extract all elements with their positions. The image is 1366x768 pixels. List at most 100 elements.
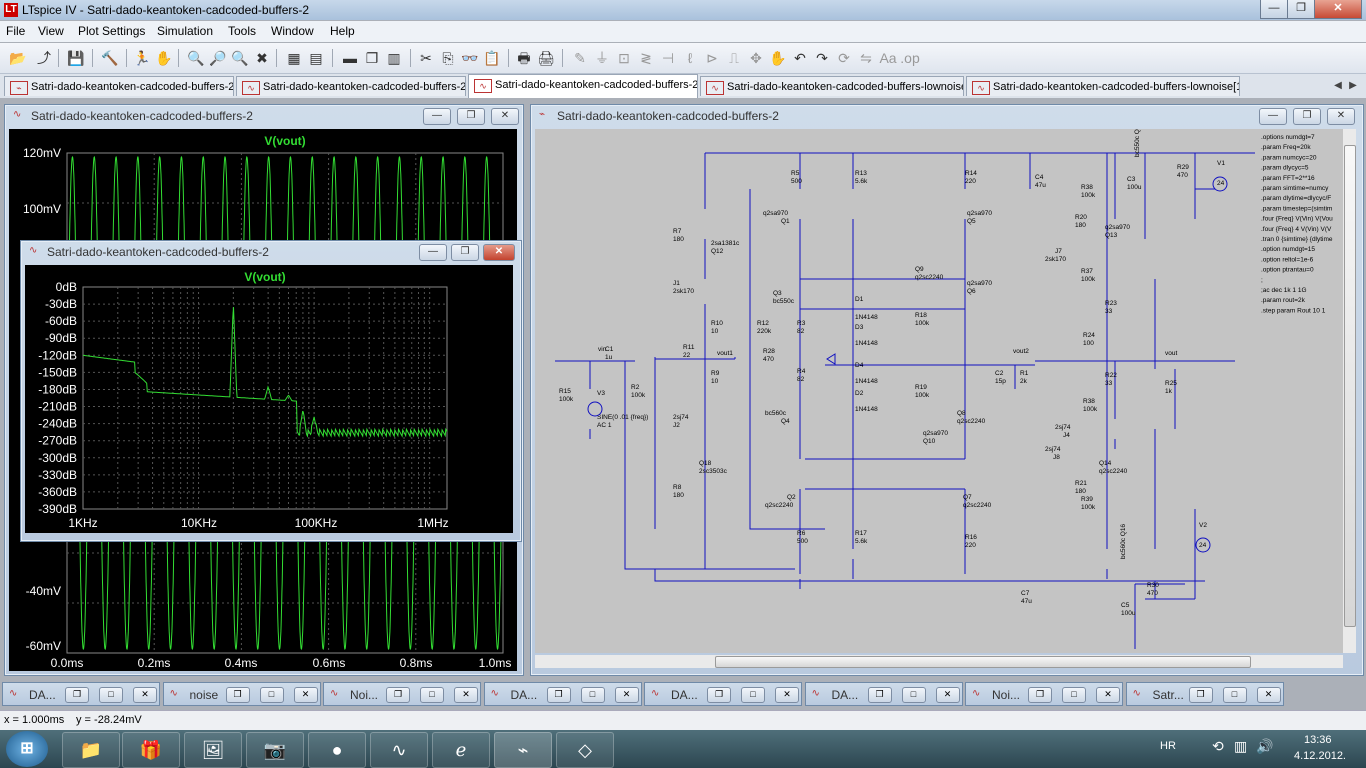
zoom-pan-icon[interactable]: 🔎: [209, 50, 227, 66]
spice-directive-line[interactable]: .step param Rout 10 1: [1261, 307, 1326, 314]
halt-icon[interactable]: ✋: [155, 50, 173, 66]
grid-icon[interactable]: ▤: [309, 50, 323, 66]
volume-icon[interactable]: 🔊: [1256, 738, 1274, 754]
tile-vertical-icon[interactable]: ▥: [387, 50, 401, 66]
spice-directive-icon[interactable]: .op: [900, 50, 920, 66]
open-icon[interactable]: 📂: [9, 50, 27, 66]
spice-directive-line[interactable]: .options numdgt=7: [1261, 134, 1315, 141]
app-gift-icon[interactable]: 🎁: [122, 732, 180, 768]
maximize-button[interactable]: □: [1062, 687, 1086, 703]
close-button[interactable]: ✕: [133, 687, 157, 703]
vscroll-thumb[interactable]: [1344, 145, 1356, 627]
maximize-button[interactable]: □: [259, 687, 284, 703]
window-minimize-button[interactable]: —: [419, 244, 447, 261]
window-close-button[interactable]: ✕: [1314, 0, 1362, 19]
restore-button[interactable]: ❐: [1188, 687, 1213, 703]
spice-directive-line[interactable]: .param Freq=20k: [1261, 144, 1311, 151]
tab-plot-1[interactable]: ∿Satri-dado-keantoken-cadcoded-buffers-2: [236, 76, 466, 96]
minimized-window[interactable]: ∿Noi...❐□✕: [323, 682, 481, 706]
clock-time[interactable]: 13:36: [1304, 734, 1332, 746]
cut-icon[interactable]: ✂: [420, 50, 432, 66]
window-minimize-button[interactable]: —: [1259, 108, 1287, 125]
restore-button[interactable]: ❐: [386, 687, 410, 703]
capacitor-icon[interactable]: ⊣: [661, 50, 675, 66]
ground-icon[interactable]: ⏚: [595, 50, 609, 66]
print-preview-icon[interactable]: 🖶: [517, 50, 531, 66]
minimized-window[interactable]: ∿Noi...❐□✕: [965, 682, 1123, 706]
maximize-button[interactable]: □: [1222, 687, 1247, 703]
run-icon[interactable]: 🏃: [133, 50, 151, 66]
explorer-icon[interactable]: 📁: [62, 732, 120, 768]
spice-directive-line[interactable]: .option reltol=1e-6: [1261, 256, 1314, 263]
fft-plot-area[interactable]: V(vout) 0dB-30dB-60dB-90dB-120dB-150dB-1…: [25, 265, 513, 533]
oscilloscope-icon[interactable]: ∿: [370, 732, 428, 768]
menu-help[interactable]: Help: [330, 24, 355, 38]
tab-scroll-left-icon[interactable]: ◀: [1334, 80, 1342, 91]
restore-button[interactable]: ❐: [1028, 687, 1052, 703]
spice-directive-line[interactable]: .param numcyc=20: [1261, 154, 1317, 161]
paste-icon[interactable]: 📋: [483, 50, 501, 66]
ltspice-taskbar-icon[interactable]: ⌁: [494, 732, 552, 768]
menu-simulation[interactable]: Simulation: [157, 24, 214, 38]
spice-directive-line[interactable]: .option ptrantau=0: [1261, 267, 1314, 274]
close-button[interactable]: ✕: [1096, 687, 1120, 703]
maximize-button[interactable]: □: [580, 687, 605, 703]
close-button[interactable]: ✕: [1256, 687, 1281, 703]
minimized-window[interactable]: ∿DA...❐□✕: [2, 682, 160, 706]
maximize-button[interactable]: □: [901, 687, 926, 703]
trace-label[interactable]: V(vout): [244, 270, 285, 284]
internet-explorer-icon[interactable]: ℯ: [432, 732, 490, 768]
spice-directive-line[interactable]: .tran 0 {simtime} {dlytime: [1261, 236, 1333, 243]
spice-directive-line[interactable]: ;ac dec 1k 1 1G: [1261, 287, 1307, 294]
window-restore-button[interactable]: ❐: [451, 244, 479, 261]
maximize-button[interactable]: □: [420, 687, 444, 703]
control-panel-icon[interactable]: 🔨: [101, 50, 119, 66]
window-minimize-button[interactable]: —: [1260, 0, 1288, 19]
label-net-icon[interactable]: ⊡: [618, 50, 630, 66]
close-button[interactable]: ✕: [454, 687, 478, 703]
maximize-button[interactable]: □: [741, 687, 765, 703]
cascade-icon[interactable]: ❐: [365, 50, 379, 66]
drag-icon[interactable]: ✋: [769, 50, 787, 66]
spice-directive-line[interactable]: .param simtime=numcy: [1261, 185, 1329, 192]
window-restore-button[interactable]: ❐: [1293, 108, 1321, 125]
minimized-window[interactable]: ∿Satr...❐□✕: [1125, 682, 1284, 706]
save-icon[interactable]: 💾: [67, 50, 85, 66]
minimized-window[interactable]: ∿noise❐□✕: [162, 682, 321, 706]
spice-directive-line[interactable]: .option numdgt=15: [1261, 246, 1315, 253]
tab-plot-lownoise[interactable]: ∿Satri-dado-keantoken-cadcoded-buffers-l…: [700, 76, 964, 96]
restore-button[interactable]: ❐: [225, 687, 250, 703]
window-close-button[interactable]: ✕: [1327, 108, 1355, 125]
move-icon[interactable]: ✥: [750, 50, 762, 66]
language-indicator[interactable]: HR: [1160, 740, 1176, 752]
zoom-in-icon[interactable]: 🔍: [187, 50, 205, 66]
start-button-icon[interactable]: ⊞: [6, 731, 48, 767]
window-close-button[interactable]: ✕: [483, 244, 515, 261]
trace-label[interactable]: V(vout): [264, 134, 305, 148]
tab-schematic-1[interactable]: ⌁Satri-dado-keantoken-cadcoded-buffers-2: [4, 76, 234, 96]
maximize-button[interactable]: □: [99, 687, 123, 703]
menu-view[interactable]: View: [38, 24, 64, 38]
close-button[interactable]: ✕: [935, 687, 960, 703]
minimized-window[interactable]: ∿DA...❐□✕: [804, 682, 963, 706]
spice-directive-line[interactable]: .param rout=2k: [1261, 297, 1306, 304]
spice-directive-line[interactable]: .param timestep=(simtim: [1261, 205, 1332, 212]
window-close-button[interactable]: ✕: [491, 108, 519, 125]
red-app-icon[interactable]: ●: [308, 732, 366, 768]
tile-horizontal-icon[interactable]: ▬: [343, 50, 357, 66]
sync-icon[interactable]: ⟲: [1212, 738, 1224, 754]
tab-scroll-right-icon[interactable]: ▶: [1349, 80, 1357, 91]
close-button[interactable]: ✕: [614, 687, 639, 703]
window-maximize-button[interactable]: ❐: [1287, 0, 1315, 19]
picture-viewer-icon[interactable]: 🖼: [184, 732, 242, 768]
tab-plot-lownoise-1[interactable]: ∿Satri-dado-keantoken-cadcoded-buffers-l…: [966, 76, 1240, 96]
spice-directive-line[interactable]: .four {Freq} V(Vin) V(Vou: [1261, 216, 1333, 223]
network-icon[interactable]: ▥: [1234, 738, 1248, 754]
restore-button[interactable]: ❐: [707, 687, 731, 703]
redo-icon[interactable]: ↷: [816, 50, 828, 66]
rotate-icon[interactable]: ⟳: [838, 50, 850, 66]
schematic-hscrollbar[interactable]: [535, 655, 1343, 668]
print-icon[interactable]: 🖨: [537, 50, 555, 66]
spice-directive-line[interactable]: .param dlytime=dlycyc/F: [1261, 195, 1331, 202]
